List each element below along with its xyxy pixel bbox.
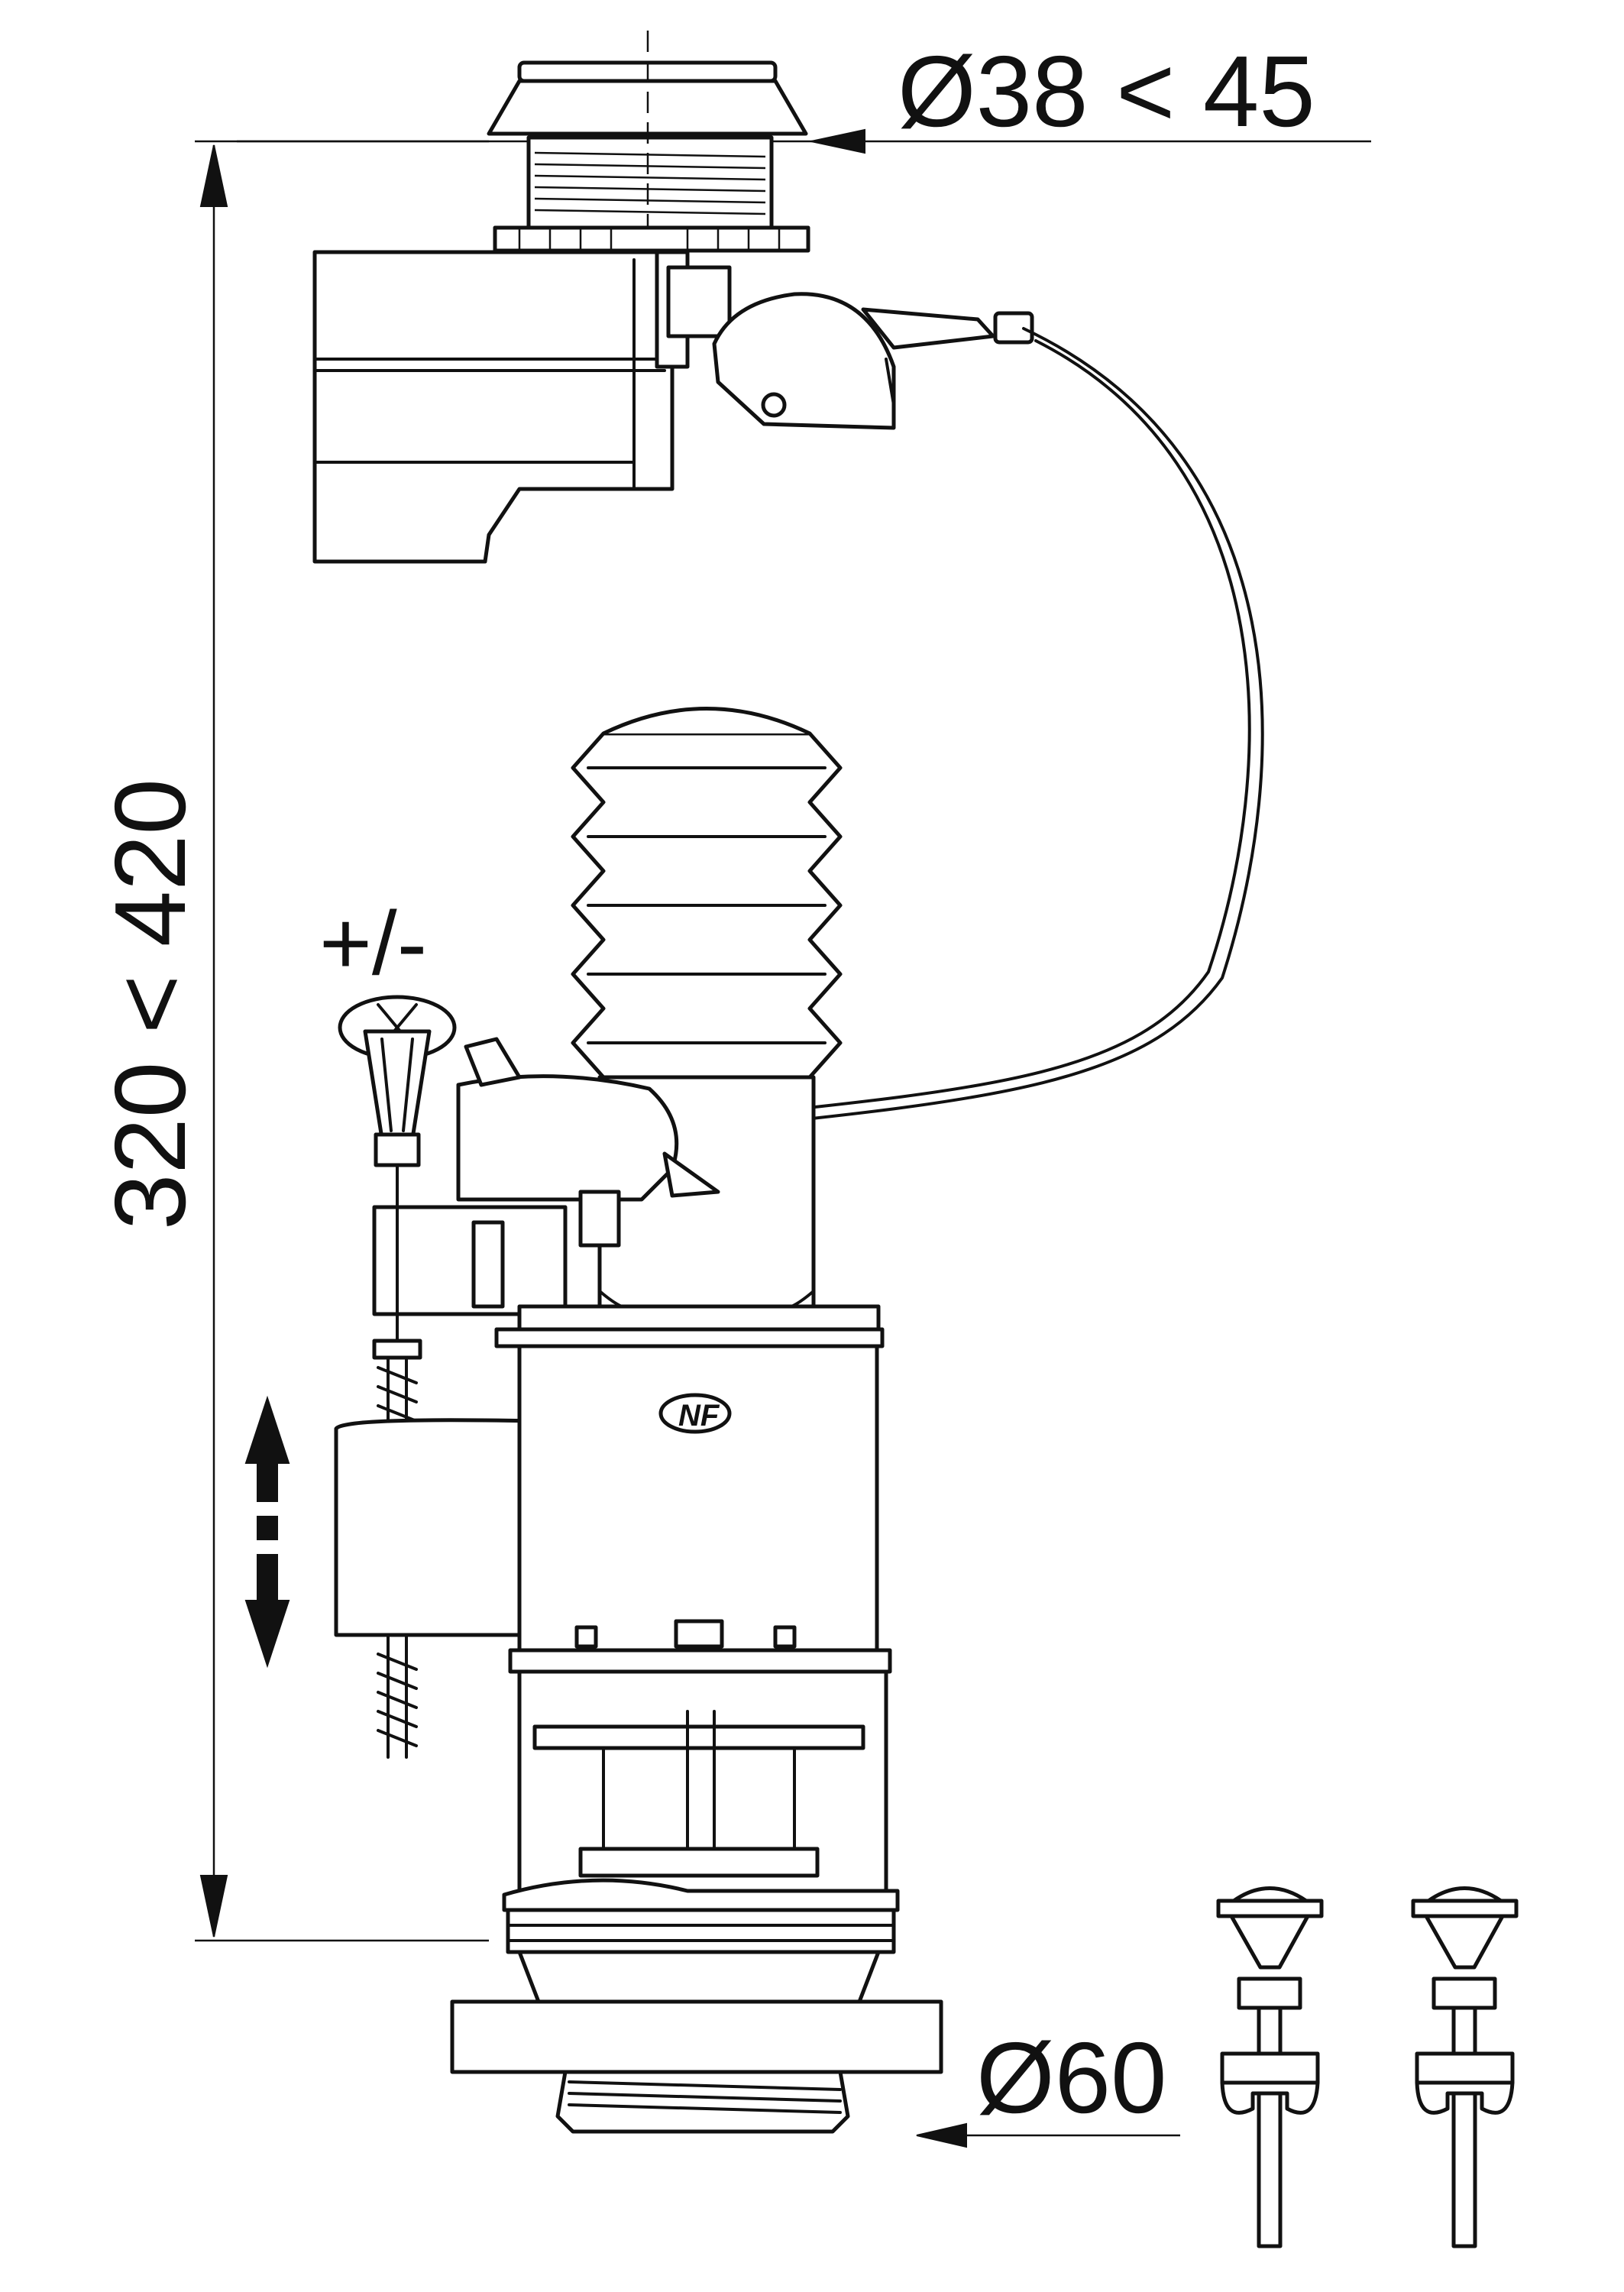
valve-body: NF bbox=[494, 1304, 900, 2004]
up-down-arrow bbox=[244, 1395, 290, 1669]
fixing-bolt-left bbox=[1216, 1886, 1324, 2248]
fixing-bolt-right bbox=[1411, 1886, 1519, 2248]
outlet-flange bbox=[450, 1999, 943, 2134]
outlet-diameter-label: Ø60 bbox=[976, 2022, 1167, 2134]
total-height-label: 320 < 420 bbox=[94, 779, 206, 1230]
bowden-cable bbox=[690, 327, 1264, 1132]
button-diameter-label: Ø38 < 45 bbox=[898, 35, 1315, 147]
button-diameter-dimension: Ø38 < 45 bbox=[237, 35, 1371, 154]
nf-logo: NF bbox=[678, 1399, 720, 1432]
height-adjust-label: +/- bbox=[319, 893, 427, 994]
button-housing bbox=[312, 250, 732, 564]
bellows bbox=[571, 707, 843, 1310]
cable-actuator bbox=[712, 292, 1034, 430]
outlet-diameter-dimension: Ø60 bbox=[916, 2022, 1180, 2148]
push-button bbox=[487, 31, 810, 359]
height-adjust-screw: +/- bbox=[319, 893, 457, 1759]
trigger-mechanism bbox=[372, 1037, 720, 1316]
total-height-dimension: 320 < 420 bbox=[94, 140, 489, 1942]
